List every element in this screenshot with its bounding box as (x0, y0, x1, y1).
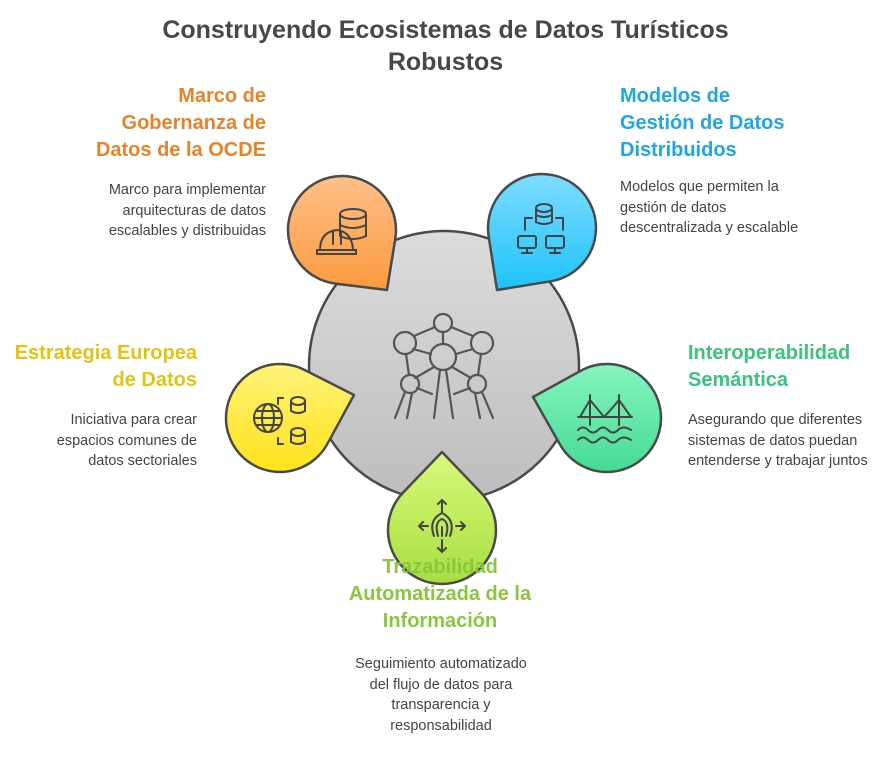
teardrop-interoperabilidad (531, 362, 663, 474)
heading-ocde: Marco de Gobernanza de Datos de la OCDE (95, 85, 266, 161)
description-trazabilidad: Seguimiento automatizado del flujo de da… (355, 656, 527, 734)
atomium-icon (392, 312, 495, 420)
teardrop-estrategia (224, 362, 356, 474)
database-hardhat-icon (316, 208, 367, 255)
description-estrategia: Iniciativa para crear espacios comunes d… (56, 412, 197, 469)
network-database-icon (517, 203, 565, 254)
heading-estrategia: Estrategia Europea de Datos (14, 342, 197, 391)
description-ocde: Marco para implementar arquitecturas de … (108, 182, 266, 239)
description-modelos: Modelos que permiten la gestión de datos… (620, 179, 799, 236)
bridge-icon (577, 394, 633, 444)
globe-database-icon (253, 396, 306, 445)
heading-trazabilidad: Trazabilidad Automatizada de la Informac… (348, 556, 532, 632)
fingerprint-tracking-icon (417, 498, 467, 554)
heading-interoperabilidad: Interoperabilidad Semántica (688, 342, 851, 391)
teardrop-modelos (486, 172, 598, 292)
heading-modelos: Modelos de Gestión de Datos Distribuidos (620, 85, 785, 161)
description-interoperabilidad: Asegurando que diferentes sistemas de da… (688, 412, 868, 469)
diagram-title: Construyendo Ecosistemas de Datos Turíst… (162, 16, 729, 76)
